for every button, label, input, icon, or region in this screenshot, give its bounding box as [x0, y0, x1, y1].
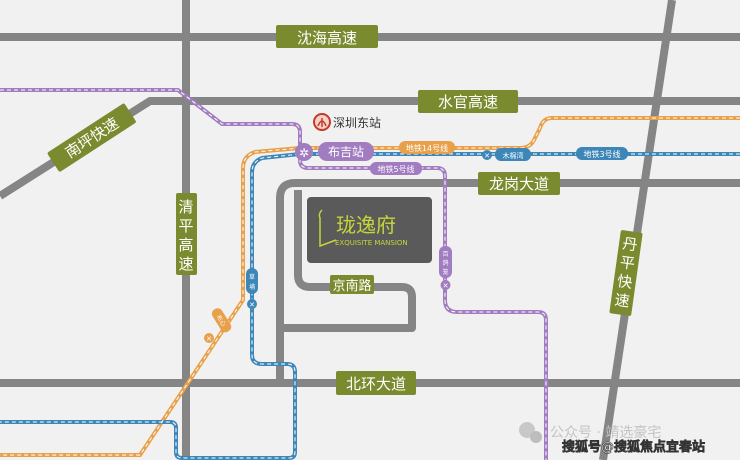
svg-text:平: 平	[178, 217, 193, 235]
interchange-icon: ✕	[484, 152, 490, 160]
label-shenhai: 沈海高速	[276, 25, 378, 48]
svg-text:公众号 · 靖选豪宅: 公众号 · 靖选豪宅	[550, 425, 661, 441]
svg-text:埔: 埔	[249, 283, 255, 291]
svg-text:水官高速: 水官高速	[438, 93, 498, 111]
station-baigelong[interactable]: 百 鸽 笼 ✕	[439, 246, 452, 290]
svg-text:清: 清	[178, 198, 193, 216]
svg-text:搜狐号@搜狐焦点宜春站: 搜狐号@搜狐焦点宜春站	[562, 439, 705, 455]
svg-text:平: 平	[619, 253, 636, 273]
interchange-icon: ✕	[249, 301, 255, 309]
metro-icon: ✲	[299, 146, 309, 160]
line14-label: 地铁14号线	[399, 141, 455, 154]
project-name-en: EXQUISITE MANSION	[335, 239, 408, 247]
svg-text:京南路: 京南路	[332, 278, 371, 294]
road-longgang	[276, 179, 740, 382]
road-jingnan	[283, 190, 416, 332]
svg-text:快: 快	[616, 272, 633, 292]
svg-text:龙岗大道: 龙岗大道	[489, 175, 549, 193]
project-logo-icon	[318, 209, 337, 248]
svg-text:鸽: 鸽	[442, 259, 448, 267]
svg-text:地铁14号线: 地铁14号线	[406, 143, 448, 153]
station-buji[interactable]: ✲ 布吉站	[295, 142, 374, 161]
label-beihuan: 北环大道	[336, 371, 416, 395]
svg-text:布吉站: 布吉站	[328, 145, 364, 159]
label-jingnan: 京南路	[330, 275, 374, 294]
interchange-icon: ✕	[443, 282, 449, 290]
svg-text:高: 高	[178, 236, 193, 254]
road-danping	[599, 0, 676, 460]
watermark: 公众号 · 靖选豪宅 搜狐号@搜狐焦点宜春站	[519, 422, 705, 455]
label-longgang: 龙岗大道	[478, 172, 560, 195]
interchange-icon: ✕	[206, 335, 212, 343]
label-danping: 丹 平 快 速	[609, 230, 643, 316]
svg-text:速: 速	[613, 291, 630, 311]
railway-icon	[317, 118, 327, 127]
svg-text:地铁3号线: 地铁3号线	[583, 149, 620, 159]
svg-text:速: 速	[178, 255, 193, 273]
svg-text:沈海高速: 沈海高速	[297, 29, 357, 47]
svg-text:草: 草	[249, 273, 255, 281]
svg-text:木棉湾: 木棉湾	[503, 151, 524, 160]
station-buxin[interactable]: 布心	[210, 306, 233, 334]
project-marker[interactable]: 珑逸府 EXQUISITE MANSION	[307, 197, 432, 263]
label-shuiguan: 水官高速	[418, 90, 518, 113]
road-shuiguan	[0, 97, 740, 200]
svg-text:百: 百	[442, 251, 448, 258]
station-mumianwan[interactable]: ✕ 木棉湾	[482, 148, 531, 161]
label-qingping: 清 平 高 速	[176, 193, 197, 275]
line5-label: 地铁5号线	[370, 162, 422, 175]
svg-text:丹: 丹	[621, 234, 638, 254]
svg-text:笼: 笼	[442, 268, 448, 276]
svg-text:地铁5号线: 地铁5号线	[377, 164, 414, 174]
svg-text:北环大道: 北环大道	[346, 375, 406, 393]
station-caopu[interactable]: 草 埔 ✕	[246, 268, 258, 309]
metro-lines	[0, 88, 740, 460]
svg-text:深圳东站: 深圳东站	[333, 116, 381, 130]
line3-label: 地铁3号线	[576, 147, 628, 160]
project-name-cn: 珑逸府	[336, 213, 396, 237]
label-nanping: 南坪快速	[47, 103, 136, 172]
station-shenzhen-east: 深圳东站	[313, 113, 381, 131]
